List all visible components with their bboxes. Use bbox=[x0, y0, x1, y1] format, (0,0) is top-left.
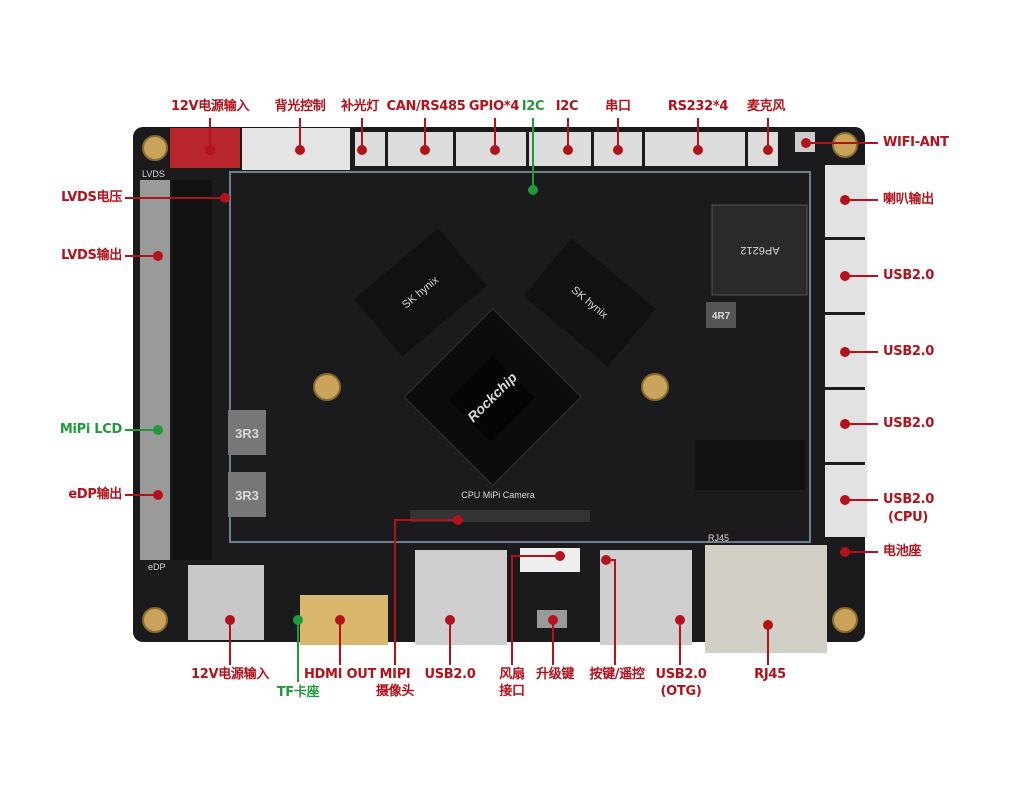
label-usb2-cpu: USB2.0 bbox=[883, 492, 935, 507]
label-fan-interface: 接口 bbox=[499, 684, 525, 699]
ram-chip-2: SK hynix bbox=[523, 238, 656, 367]
inductor3-marking: 4R7 bbox=[712, 311, 731, 322]
label-lvds-voltage: LVDS电压 bbox=[61, 190, 122, 205]
label-mipi-lcd: MiPi LCD bbox=[59, 422, 122, 437]
inductor1-marking: 3R3 bbox=[235, 426, 259, 441]
label-upgrade-key: 升级键 bbox=[535, 667, 575, 682]
label-fan: 风扇 bbox=[499, 667, 525, 682]
label-key-remote: 按键/遥控 bbox=[589, 667, 645, 682]
label-gpio: GPIO*4 bbox=[468, 99, 520, 114]
board-outline-trace bbox=[229, 171, 811, 543]
label-microphone: 麦克风 bbox=[746, 99, 786, 114]
silk-rj45: RJ45 bbox=[708, 533, 729, 543]
label-mipi: MIPI bbox=[379, 667, 411, 682]
silk-camera: CPU MiPi Camera bbox=[461, 490, 535, 500]
fan-connector bbox=[520, 548, 580, 572]
label-edp-output: eDP输出 bbox=[68, 487, 122, 502]
label-rj45: RJ45 bbox=[754, 667, 786, 682]
label-tf-card-slot: TF卡座 bbox=[276, 685, 320, 700]
rj45-port bbox=[705, 545, 827, 653]
label-i2c-green: I2C bbox=[521, 99, 545, 114]
label-can-rs485: CAN/RS485 bbox=[386, 99, 466, 114]
label-rs232: RS232*4 bbox=[667, 99, 729, 114]
label-backlight-control: 背光控制 bbox=[274, 99, 326, 114]
label-fill-light: 补光灯 bbox=[340, 99, 380, 114]
label-otg-note: (OTG) bbox=[660, 684, 702, 699]
usb-otg-port bbox=[600, 550, 692, 645]
inductor-3r3-1 bbox=[228, 410, 266, 455]
inductor-4r7 bbox=[706, 302, 736, 328]
usb-port bbox=[415, 550, 507, 645]
label-hdmi-out: HDMI OUT bbox=[303, 667, 377, 682]
label-usb2-bottom: USB2.0 bbox=[424, 667, 476, 682]
label-usb2-3: USB2.0 bbox=[883, 416, 935, 431]
label-i2c: I2C bbox=[555, 99, 579, 114]
wifi-module-marking: AP6212 bbox=[740, 244, 779, 256]
silk-lvds: LVDS bbox=[142, 169, 165, 179]
label-camera: 摄像头 bbox=[375, 684, 415, 699]
label-12v-power-input-top: 12V电源输入 bbox=[170, 99, 250, 114]
callout-lines bbox=[125, 118, 878, 665]
ram-chip-1: SK hynix bbox=[354, 228, 487, 357]
wifi-module bbox=[711, 204, 808, 296]
label-usb2-cpu-note: (CPU) bbox=[888, 510, 929, 525]
callout-dots-green bbox=[153, 185, 538, 625]
label-serial: 串口 bbox=[605, 99, 631, 114]
silk-edp: eDP bbox=[148, 562, 166, 572]
label-usb2-2: USB2.0 bbox=[883, 344, 935, 359]
lvds-edp-socket bbox=[172, 180, 212, 560]
soc-chip: Rockchip bbox=[403, 307, 582, 487]
label-speaker-output: 喇叭输出 bbox=[883, 192, 934, 207]
label-12v-power-input-bottom: 12V电源输入 bbox=[190, 667, 270, 682]
mounting-holes bbox=[142, 132, 858, 633]
inductor2-marking: 3R3 bbox=[235, 488, 259, 503]
callout-dots bbox=[153, 138, 850, 630]
label-battery-holder: 电池座 bbox=[883, 544, 922, 559]
label-usb2-otg: USB2.0 bbox=[655, 667, 707, 682]
label-usb2-1: USB2.0 bbox=[883, 268, 935, 283]
power-connector-top bbox=[170, 128, 240, 168]
callout-lines-green bbox=[125, 118, 534, 682]
lvds-edp-header bbox=[140, 180, 170, 560]
inductor-3r3-2 bbox=[228, 472, 266, 517]
label-wifi-ant: WIFI-ANT bbox=[883, 135, 949, 150]
top-header-connectors bbox=[355, 132, 778, 166]
usb-hub-chip bbox=[695, 440, 805, 490]
dc-power-jack bbox=[188, 565, 264, 640]
label-lvds-output: LVDS输出 bbox=[61, 248, 122, 263]
